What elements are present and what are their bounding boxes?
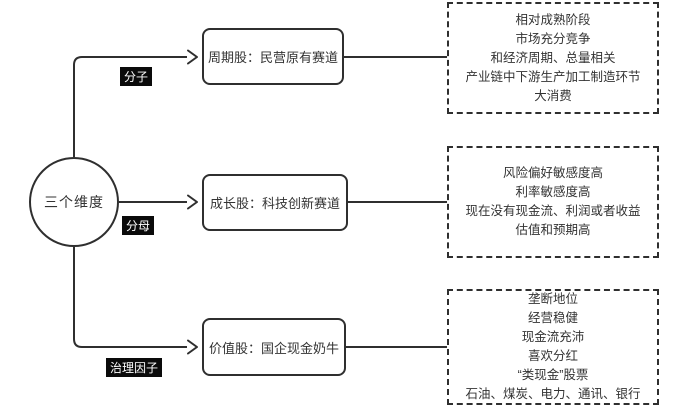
trait-line: 相对成熟阶段	[515, 12, 591, 27]
numerator-arrowhead-icon	[187, 49, 198, 65]
traits-box-value: 垄断地位 经营稳健 现金流充沛 喜欢分红 “类现金”股票 石油、煤炭、电力、通讯…	[447, 289, 659, 405]
trait-line: 现金流充沛	[521, 330, 585, 344]
trait-line: 利率敏感度高	[515, 185, 591, 199]
node-value-stocks: 价值股：国企现金奶牛	[202, 318, 346, 376]
trait-line: 市场充分竞争	[515, 31, 591, 46]
trait-line: 垄断地位	[527, 292, 578, 306]
trait-line: 估值和预期高	[515, 223, 591, 237]
denominator-arrowhead-icon	[187, 194, 198, 210]
governance-edge-path	[73, 247, 187, 348]
edge-label-numerator: 分子	[120, 67, 153, 86]
node-cyclical-stocks: 周期股：民营原有赛道	[202, 28, 344, 85]
trait-line: 经营稳健	[527, 311, 578, 325]
trait-line: 现在没有现金流、利润或者收益	[465, 204, 641, 218]
node-growth-stocks-label: 成长股：科技创新赛道	[209, 196, 340, 211]
node-value-stocks-label: 价值股：国企现金奶牛	[208, 340, 339, 356]
trait-line: “类现金”股票	[517, 368, 589, 382]
trait-line: 和经济周期、总量相关	[490, 50, 616, 65]
edge-label-denominator: 分母	[122, 216, 155, 235]
traits-box-cyclical: 相对成熟阶段 市场充分竞争 和经济周期、总量相关 产业链中下游生产加工制造环节 …	[447, 2, 659, 114]
root-node-label: 三个维度	[44, 194, 104, 210]
edge-label-governance: 治理因子	[106, 358, 163, 377]
trait-line: 风险偏好敏感度高	[502, 166, 603, 180]
trait-line: 喜欢分红	[527, 349, 578, 363]
trait-line: 大消费	[534, 88, 572, 103]
node-cyclical-stocks-label: 周期股：民营原有赛道	[207, 50, 338, 65]
trait-line: 石油、煤炭、电力、通讯、银行	[465, 387, 641, 401]
governance-arrowhead-icon	[187, 339, 198, 355]
traits-box-growth: 风险偏好敏感度高 利率敏感度高 现在没有现金流、利润或者收益 估值和预期高	[447, 146, 659, 258]
root-node-three-dimensions: 三个维度	[29, 157, 119, 247]
numerator-edge-path	[73, 56, 187, 157]
trait-line: 产业链中下游生产加工制造环节	[465, 69, 641, 84]
node-growth-stocks: 成长股：科技创新赛道	[202, 174, 348, 231]
